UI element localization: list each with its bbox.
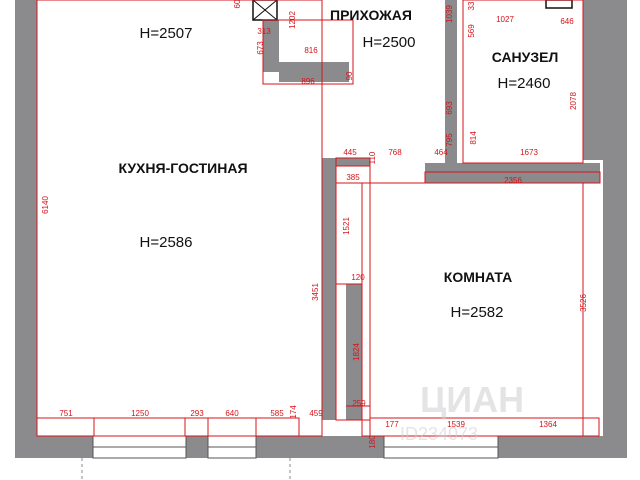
dim-585: 585 bbox=[270, 409, 284, 418]
partition-lower-mid bbox=[346, 284, 362, 420]
dim-177: 177 bbox=[385, 420, 399, 429]
dim-1364: 1364 bbox=[539, 420, 557, 429]
room-name-hallway: ПРИХОЖАЯ bbox=[330, 7, 412, 23]
outer-wall-left bbox=[15, 0, 37, 458]
dim-814: 814 bbox=[469, 131, 478, 145]
partition-bath-left bbox=[445, 0, 457, 183]
svg-text:ЦИАН: ЦИАН bbox=[420, 379, 524, 420]
room-height-bathroom: H=2460 bbox=[498, 75, 551, 92]
dim-569: 569 bbox=[467, 24, 476, 38]
dim-1539: 1539 bbox=[447, 420, 465, 429]
dim-751: 751 bbox=[59, 409, 73, 418]
room-name-kitchen: КУХНЯ-ГОСТИНАЯ bbox=[118, 160, 247, 176]
dim-646: 646 bbox=[560, 17, 574, 26]
dim-385: 385 bbox=[346, 173, 360, 182]
dim-464: 464 bbox=[434, 148, 448, 157]
dim-110: 110 bbox=[368, 151, 377, 164]
dim-1673: 1673 bbox=[520, 148, 538, 157]
partition-hall-stub-a bbox=[263, 20, 279, 72]
room-name-room: КОМНАТА bbox=[444, 269, 512, 285]
dim-3451: 3451 bbox=[311, 283, 320, 301]
dim-640: 640 bbox=[225, 409, 239, 418]
dim-1521: 1521 bbox=[342, 217, 351, 235]
dim-90: 90 bbox=[345, 71, 354, 80]
measure-box-hall-stub bbox=[262, 19, 354, 85]
dim-459: 459 bbox=[309, 409, 323, 418]
dim-693: 693 bbox=[445, 101, 454, 115]
dim-259: 259 bbox=[352, 399, 366, 408]
dim-673: 673 bbox=[256, 41, 265, 55]
dim-445: 445 bbox=[343, 148, 357, 157]
partition-hall-stub-b bbox=[279, 62, 349, 82]
dim-60: 60 bbox=[233, 0, 242, 8]
dim-33: 33 bbox=[467, 1, 476, 10]
dim-2356: 2356 bbox=[504, 176, 522, 185]
dim-896: 896 bbox=[301, 77, 315, 86]
dim-795: 795 bbox=[445, 133, 454, 147]
watermark: ЦИАН ID234073 bbox=[400, 379, 524, 444]
dim-1027: 1027 bbox=[496, 15, 514, 24]
measure-box-room-bottom bbox=[369, 417, 600, 437]
room-name-bathroom: САНУЗЕЛ bbox=[492, 49, 559, 65]
dim-1039: 1039 bbox=[445, 5, 454, 23]
svg-text:ID234073: ID234073 bbox=[400, 424, 478, 444]
dim-120: 120 bbox=[351, 273, 365, 282]
dim-768: 768 bbox=[388, 148, 402, 157]
dim-2078: 2078 bbox=[569, 92, 578, 110]
partition-kitchen-room bbox=[322, 158, 336, 420]
measure-box-bath-lower bbox=[424, 171, 601, 184]
dim-1202: 1202 bbox=[288, 11, 297, 29]
partition-bath-bottom bbox=[425, 163, 600, 183]
vent-shaft-right bbox=[545, 0, 573, 9]
wall-right-upper bbox=[583, 0, 627, 160]
dim-293: 293 bbox=[190, 409, 204, 418]
measure-box-bath bbox=[462, 0, 584, 164]
partition-top-horizontal bbox=[322, 158, 370, 166]
measure-box-bottom-left bbox=[36, 417, 300, 437]
dim-313: 313 bbox=[257, 27, 271, 36]
room-height-top-left: H=2507 bbox=[140, 25, 193, 42]
room-height-kitchen: H=2586 bbox=[140, 234, 193, 251]
dim-174: 174 bbox=[289, 405, 298, 419]
room-height-room: H=2582 bbox=[451, 304, 504, 321]
room-height-hallway: H=2500 bbox=[363, 34, 416, 51]
dim-6140: 6140 bbox=[41, 196, 50, 214]
dim-1824: 1824 bbox=[352, 343, 361, 361]
dim-3526: 3526 bbox=[579, 294, 588, 312]
measure-box-corridor bbox=[335, 157, 371, 421]
dim-816: 816 bbox=[304, 46, 318, 55]
dim-180: 180 bbox=[368, 435, 377, 449]
dim-1250: 1250 bbox=[131, 409, 149, 418]
